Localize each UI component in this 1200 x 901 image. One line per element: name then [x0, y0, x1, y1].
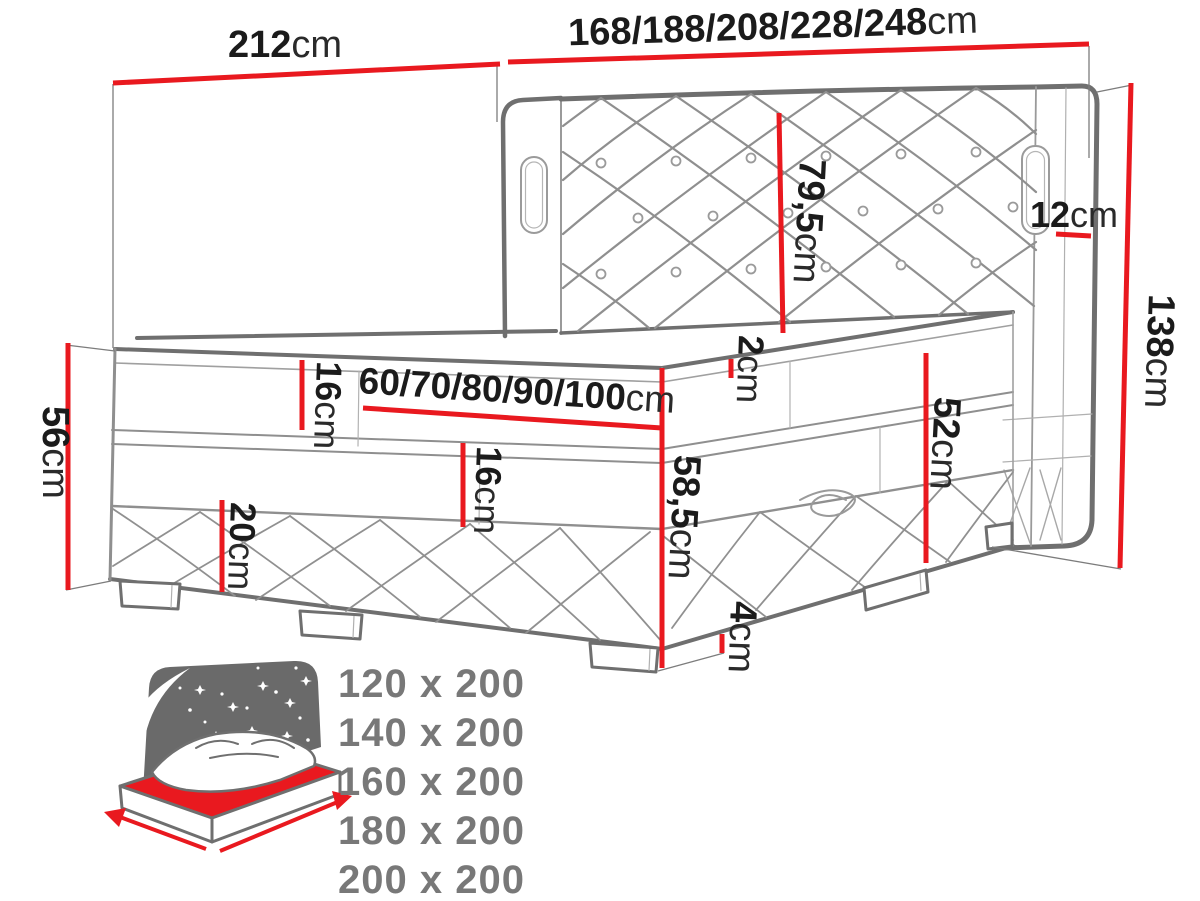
dim-unit: cm [926, 0, 979, 44]
dim-line-79-5 [776, 112, 786, 334]
dim-label-side-height: 58,5cm [659, 453, 708, 581]
dim-label-base-front-height: 20cm [219, 501, 264, 592]
dim-tick-12 [1055, 231, 1092, 239]
dim-unit: cm [719, 621, 764, 674]
dim-unit: cm [1136, 356, 1180, 410]
dim-label-total-height: 138cm [1136, 293, 1182, 410]
dim-value: 52 [923, 395, 968, 441]
dim-unit: cm [219, 541, 263, 592]
bed-legs [118, 521, 1014, 674]
dim-unit: cm [34, 448, 76, 499]
dim-unit: cm [921, 438, 966, 491]
size-item: 180 x 200 [338, 809, 525, 853]
dim-unit: cm [784, 231, 830, 285]
dim-unit: cm [465, 485, 509, 536]
dim-value: 138 [1137, 293, 1182, 359]
moon-crescent-shape [126, 668, 190, 802]
dim-line-widths [362, 405, 663, 431]
dim-label-base-side-height: 52cm [921, 395, 968, 491]
dim-label-mattress-bottom-thickness: 16cm [465, 445, 510, 536]
dim-value: 79,5 [787, 157, 833, 234]
headboard-tufting [561, 86, 1038, 333]
headboard [500, 83, 1100, 551]
size-item: 120 x 200 [338, 662, 525, 706]
dim-unit: cm [728, 354, 772, 405]
base-diamond-pattern [112, 471, 1014, 643]
dim-value: 16 [307, 360, 350, 403]
dim-unit: cm [1070, 194, 1119, 235]
available-sizes-list: 120 x 200 140 x 200 160 x 200 180 x 200 … [338, 660, 525, 901]
size-item: 160 x 200 [338, 760, 525, 804]
dim-label-headboard-height: 79,5cm [784, 157, 833, 285]
dim-label-leg-height: 4cm [719, 600, 764, 674]
dim-value: 16 [467, 445, 510, 488]
icon-size-arrows [104, 791, 352, 853]
dim-line-212 [112, 61, 501, 86]
dimension-lines [65, 41, 1134, 668]
dim-value: 4 [721, 600, 764, 624]
dim-label-left-height: 56cm [34, 406, 76, 499]
dim-value: 212 [228, 24, 292, 66]
dim-value: 20 [221, 501, 264, 544]
dim-label-mattress-top-thickness: 16cm [305, 360, 350, 451]
dim-label-topper-thickness: 2cm [728, 334, 772, 405]
bed-size-icon [104, 660, 352, 853]
dim-unit: cm [659, 527, 705, 581]
size-item: 140 x 200 [338, 711, 525, 755]
dim-unit: cm [305, 400, 349, 451]
dim-line-138 [1117, 82, 1134, 569]
size-item: 200 x 200 [338, 858, 525, 901]
right-wing-led-slot [1021, 145, 1050, 235]
dim-line-lengths [507, 41, 1090, 65]
dim-unit: cm [624, 376, 677, 421]
dim-value: 56 [34, 406, 76, 449]
extension-lines [65, 46, 1133, 672]
dim-value: 2 [730, 334, 772, 357]
icon-pillows [195, 738, 295, 759]
dim-label-headboard-width: 212cm [228, 24, 343, 66]
icon-duvet [150, 730, 317, 793]
tufting-buttons [595, 146, 1019, 280]
dim-label-wing-depth: 12cm [1030, 196, 1118, 234]
dim-value: 58,5 [662, 453, 708, 530]
side-handle [799, 489, 856, 517]
dim-value: 12 [1030, 194, 1071, 235]
left-wing-led-slot [520, 156, 548, 234]
dim-unit: cm [291, 24, 343, 66]
